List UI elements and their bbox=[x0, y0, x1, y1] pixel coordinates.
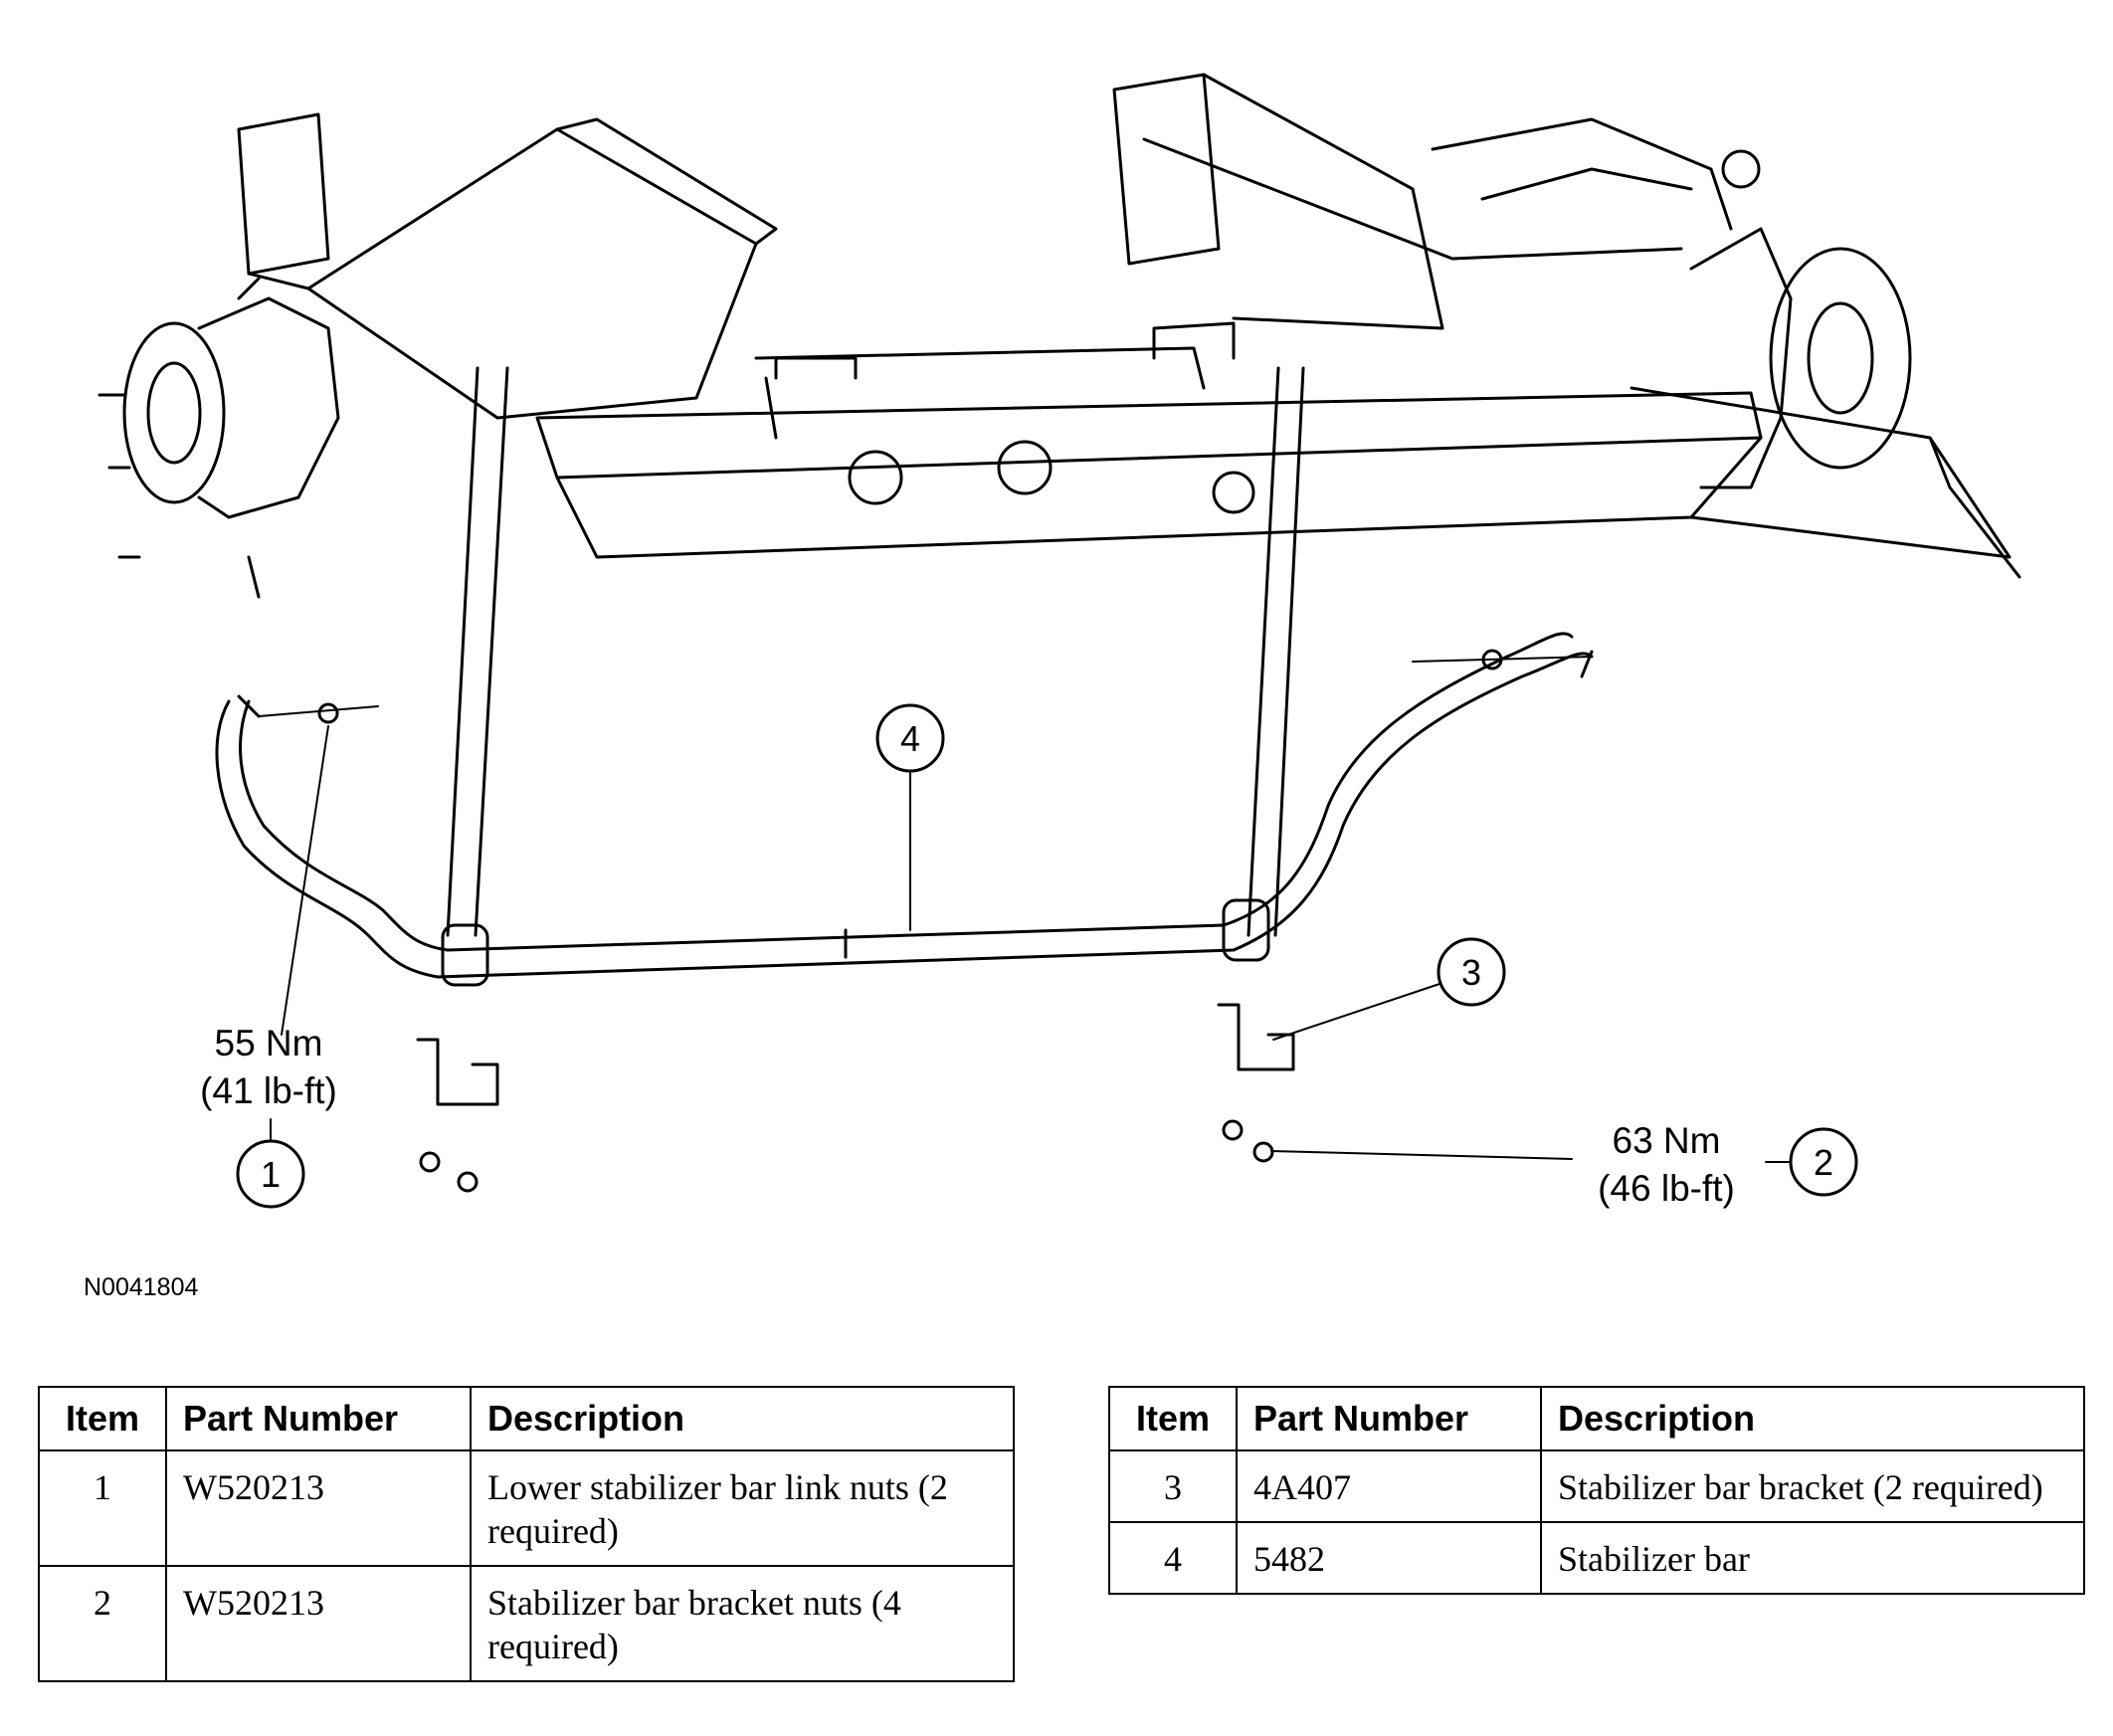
callout-2: 2 bbox=[1789, 1127, 1858, 1197]
leader-lines bbox=[270, 725, 1792, 1163]
cell-part-number: W520213 bbox=[165, 1449, 472, 1567]
stabilizer-bar-bushings bbox=[441, 898, 1270, 987]
table-row: 4 5482 Stabilizer bar bbox=[1108, 1521, 2085, 1595]
cell-item: 2 bbox=[38, 1565, 167, 1682]
header-part-number: Part Number bbox=[1236, 1386, 1542, 1451]
table-header-row: Item Part Number Description bbox=[38, 1386, 1015, 1451]
callout-circles: 1 2 3 4 bbox=[236, 703, 1858, 1209]
torque-spec-1: 55 Nm (41 lb-ft) bbox=[189, 1020, 348, 1115]
callout-3: 3 bbox=[1437, 937, 1506, 1007]
torque-spec-2: 63 Nm (46 lb-ft) bbox=[1582, 1117, 1751, 1213]
table-header-row: Item Part Number Description bbox=[1108, 1386, 2085, 1451]
svg-text:2: 2 bbox=[1814, 1142, 1833, 1183]
header-item: Item bbox=[1108, 1386, 1238, 1451]
table-row: 1 W520213 Lower stabilizer bar link nuts… bbox=[38, 1449, 1015, 1567]
svg-text:3: 3 bbox=[1461, 952, 1481, 993]
cell-description: Stabilizer bar bracket nuts (4 required) bbox=[470, 1565, 1015, 1682]
header-part-number: Part Number bbox=[165, 1386, 472, 1451]
torque-2-nm: 63 Nm bbox=[1612, 1120, 1721, 1161]
torque-1-nm: 55 Nm bbox=[214, 1023, 323, 1063]
left-hub-knuckle bbox=[97, 277, 340, 599]
parts-table-left: Item Part Number Description 1 W520213 L… bbox=[38, 1386, 1015, 1682]
header-description: Description bbox=[1540, 1386, 2085, 1451]
figure-id: N0041804 bbox=[84, 1273, 199, 1301]
exploded-view-diagram: 1 2 3 4 bbox=[97, 73, 2021, 1209]
torque-1-lbft: (41 lb-ft) bbox=[200, 1070, 337, 1111]
torque-2-lbft: (46 lb-ft) bbox=[1598, 1168, 1735, 1209]
cell-part-number: 4A407 bbox=[1236, 1449, 1542, 1523]
link-nut-centerlines bbox=[258, 656, 1593, 717]
right-hub-knuckle bbox=[1431, 117, 1912, 489]
callout-4: 4 bbox=[875, 703, 945, 773]
svg-text:1: 1 bbox=[261, 1154, 281, 1195]
cell-description: Stabilizer bar bbox=[1540, 1521, 2085, 1595]
cell-item: 1 bbox=[38, 1449, 167, 1567]
cell-part-number: W520213 bbox=[165, 1565, 472, 1682]
parts-table-right: Item Part Number Description 3 4A407 Sta… bbox=[1108, 1386, 2085, 1595]
cell-description: Lower stabilizer bar link nuts (2 requir… bbox=[470, 1449, 1015, 1567]
svg-text:4: 4 bbox=[900, 718, 920, 759]
cell-item: 3 bbox=[1108, 1449, 1238, 1523]
table-row: 2 W520213 Stabilizer bar bracket nuts (4… bbox=[38, 1565, 1015, 1682]
callout-1: 1 bbox=[236, 1139, 305, 1209]
header-description: Description bbox=[470, 1386, 1015, 1451]
table-row: 3 4A407 Stabilizer bar bracket (2 requir… bbox=[1108, 1449, 2085, 1523]
front-crossmember bbox=[237, 73, 2021, 579]
cell-item: 4 bbox=[1108, 1521, 1238, 1595]
header-item: Item bbox=[38, 1386, 167, 1451]
stabilizer-bar-links bbox=[446, 366, 1305, 937]
stabilizer-bar bbox=[215, 632, 1594, 979]
cell-part-number: 5482 bbox=[1236, 1521, 1542, 1595]
cell-description: Stabilizer bar bracket (2 required) bbox=[1540, 1449, 2085, 1523]
stabilizer-bar-brackets bbox=[416, 1003, 1295, 1106]
